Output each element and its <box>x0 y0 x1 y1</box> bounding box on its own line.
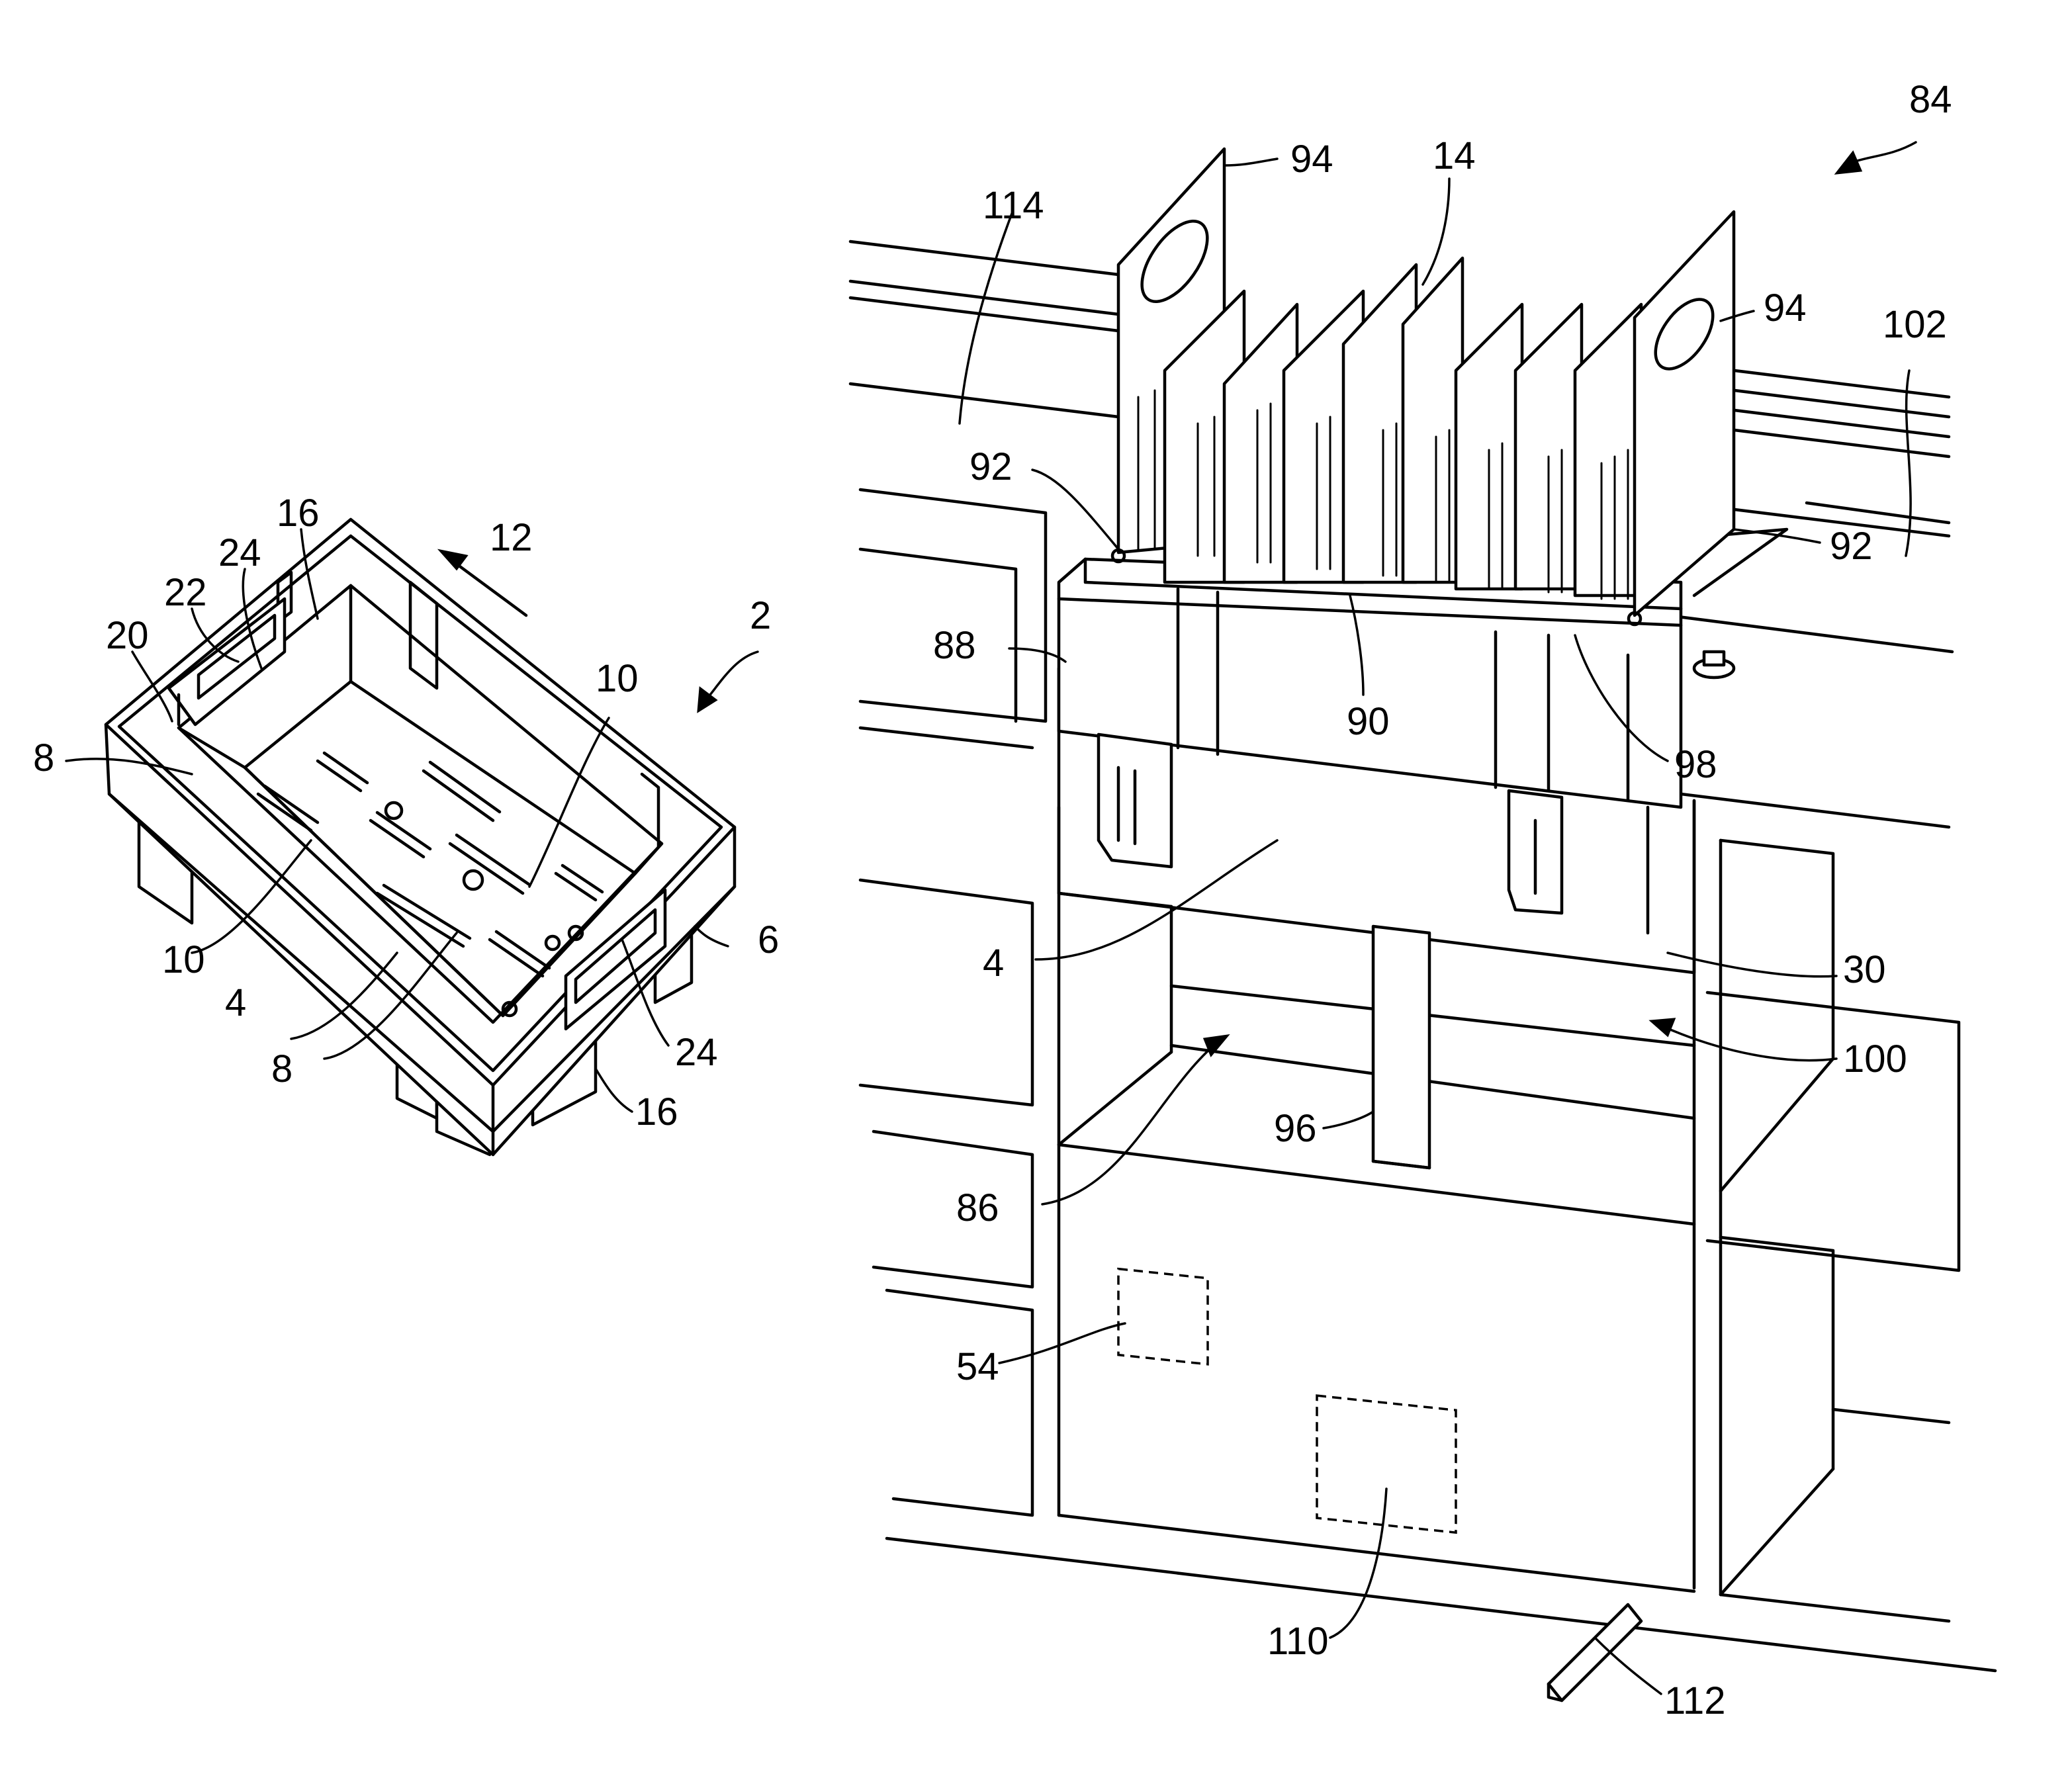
label-30: 30 <box>1843 948 1886 991</box>
label-6: 6 <box>758 918 779 961</box>
plate-94-right <box>1635 212 1734 615</box>
label-94-left: 94 <box>1290 138 1333 181</box>
label-90: 90 <box>1347 700 1390 743</box>
label-2: 2 <box>750 594 771 637</box>
label-114: 114 <box>983 184 1044 227</box>
label-102: 102 <box>1883 303 1947 346</box>
label-8-bottom: 8 <box>271 1047 293 1090</box>
label-110: 110 <box>1267 1620 1328 1663</box>
label-86: 86 <box>956 1186 999 1229</box>
label-92-left: 92 <box>969 445 1013 488</box>
label-8-left: 8 <box>33 736 54 779</box>
label-88: 88 <box>933 624 976 667</box>
label-24-top: 24 <box>218 531 261 574</box>
dashed-region-110 <box>1317 1395 1456 1532</box>
label-12: 12 <box>490 516 533 559</box>
label-54: 54 <box>956 1345 999 1388</box>
label-10-left: 10 <box>162 938 205 981</box>
dashed-region-54 <box>1118 1269 1208 1364</box>
basket-drawing <box>66 519 758 1155</box>
label-100: 100 <box>1843 1038 1907 1081</box>
plate-rack <box>1112 149 1734 625</box>
label-20: 20 <box>106 614 149 657</box>
label-24-bottom: 24 <box>675 1031 718 1074</box>
label-112: 112 <box>1664 1679 1725 1722</box>
label-84: 84 <box>1909 78 1952 121</box>
label-22: 22 <box>164 571 207 614</box>
label-14: 14 <box>1433 134 1476 177</box>
label-94-right: 94 <box>1764 287 1807 330</box>
label-10-right: 10 <box>596 657 639 700</box>
label-4-station: 4 <box>983 942 1004 985</box>
label-92-right: 92 <box>1830 525 1873 568</box>
label-16-top: 16 <box>277 492 320 535</box>
basket-outer-body <box>106 519 735 1155</box>
rod-96 <box>1373 926 1429 1168</box>
station-drawing <box>850 142 1995 1701</box>
label-4-basket: 4 <box>225 981 246 1024</box>
label-96: 96 <box>1274 1107 1317 1150</box>
label-16-bottom: 16 <box>635 1090 678 1133</box>
label-98: 98 <box>1674 743 1717 786</box>
